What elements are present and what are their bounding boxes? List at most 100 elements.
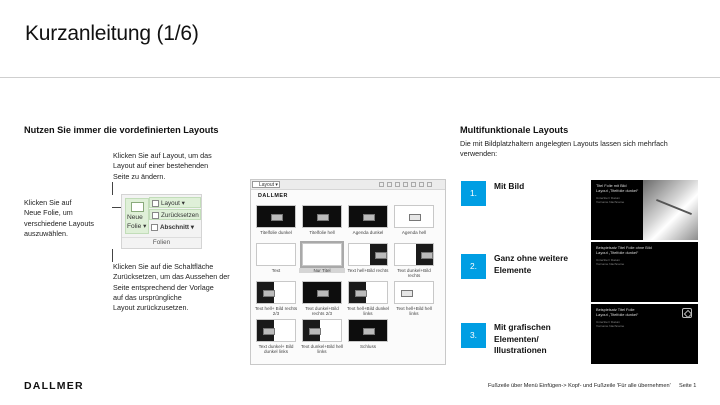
- right-description: Die mit Bildplatzhaltern angelegten Layo…: [460, 139, 700, 160]
- layout-thumb-label: Text dunkel+Bild rechts 2/3: [305, 306, 339, 317]
- slide-preview-title: Layout „Titelfolie dunkel“: [596, 311, 639, 317]
- layout-thumb-text-hell-bild-dunkel-links[interactable]: Text hell+Bild dunkel links: [347, 281, 389, 316]
- brand-logo: DALLMER: [24, 380, 84, 392]
- slide-preview-title: Titel Folie mit Bild: [596, 183, 627, 188]
- slide-preview-sub: Untertitel / Datum: [596, 196, 621, 200]
- callout-line: Layout auf einer bestehenden: [113, 161, 209, 171]
- reset-button[interactable]: Zurücksetzen: [149, 209, 201, 220]
- page-title: Kurzanleitung (1/6): [25, 22, 199, 45]
- layout-thumb-text-hell-bild-hell-links[interactable]: Text hell+Bild hell links: [393, 281, 435, 316]
- toolbar-icon[interactable]: [395, 182, 400, 187]
- layout-thumb-text-hell-bild-rechts-23[interactable]: Text hell+ Bild rechts 2/3: [255, 281, 297, 316]
- row-title: Ganz ohne weitere Elemente: [494, 253, 574, 276]
- row-title: Mit Bild: [494, 181, 574, 193]
- toolbar-icon[interactable]: [403, 182, 408, 187]
- gallery-toolbar: Layout ▾: [251, 180, 445, 190]
- layout-thumb-label: Text: [271, 268, 281, 273]
- step-number: 2.: [461, 254, 486, 279]
- layout-thumb-text-hell-bild-rechts[interactable]: Text hell+Bild rechts: [347, 243, 389, 278]
- layout-dropdown[interactable]: Layout ▾: [252, 181, 280, 188]
- layout-button[interactable]: Layout ▾: [149, 197, 201, 208]
- layout-thumb-agenda-dunkel[interactable]: Agenda dunkel: [347, 205, 389, 240]
- leader-line: [112, 207, 122, 208]
- layout-thumb-label: Schluss: [359, 344, 377, 349]
- callout-line: verschiedene Layouts: [24, 218, 94, 228]
- slide-preview-title: Beispielsatz Titel Folie: [596, 307, 635, 312]
- right-heading: Multifunktionale Layouts: [460, 125, 569, 135]
- layout-thumb-label: Agenda hell: [401, 230, 427, 235]
- callout-line: Seite zu ändern.: [113, 171, 166, 181]
- layout-thumb-text-dunkel-bild-rechts-23[interactable]: Text dunkel+Bild rechts 2/3: [301, 281, 343, 316]
- row-title-line: Mit Bild: [494, 181, 525, 191]
- section-icon: [151, 224, 158, 231]
- callout-line: Klicken Sie auf: [24, 198, 72, 207]
- callout-line: Klicken Sie auf die Schaltfläche: [113, 262, 214, 271]
- toolbar-icon[interactable]: [379, 182, 384, 187]
- callout-line: auszuwählen.: [24, 228, 68, 238]
- layout-thumb-titelfolie-dunkel[interactable]: Titelfolie dunkel: [255, 205, 297, 240]
- description-line: verwenden:: [460, 149, 498, 159]
- new-slide-button[interactable]: Neue Folie ▾: [125, 198, 149, 234]
- callout-new-slide: Klicken Sie auf Neue Folie, um verschied…: [24, 198, 110, 239]
- ribbon-slides-group: Neue Folie ▾ Layout ▾ Zurücksetzen Absch…: [121, 194, 202, 249]
- layout-thumb-schluss[interactable]: Schluss: [347, 319, 389, 354]
- toolbar-icon[interactable]: [427, 182, 432, 187]
- layout-thumb-text-dunkel-bild-hell-links[interactable]: Text dunkel+Bild hell links: [301, 319, 343, 354]
- slide-preview-graphic: Beispielsatz Titel Folie Layout „Titelfo…: [591, 304, 698, 364]
- page-number: Seite 1: [679, 383, 697, 389]
- callout-line: Neue Folie, um: [24, 208, 73, 218]
- section-label: Abschnitt ▾: [160, 224, 194, 231]
- row-title-line: Elemente: [494, 264, 532, 275]
- new-slide-label: Neue: [127, 214, 143, 221]
- layout-thumb-agenda-hell[interactable]: Agenda hell: [393, 205, 435, 240]
- slide-preview-sub: Untertitel / Datum: [596, 320, 621, 324]
- layout-thumb-text-dunkel-bild-rechts[interactable]: Text dunkel+Bild rechts: [393, 243, 435, 278]
- reset-label: Zurücksetzen: [161, 212, 199, 219]
- slide-preview-title: Layout „Titelfolie dunkel“: [596, 249, 639, 255]
- layout-thumb-label: Text hell+ Bild rechts 2/3: [254, 306, 298, 317]
- slide-preview-sub: Vorname Nachname: [596, 262, 625, 266]
- ribbon-group-label: Folien: [122, 237, 201, 246]
- layout-thumb-text[interactable]: Text: [255, 243, 297, 278]
- row-title-line: Ganz ohne weitere: [494, 253, 568, 263]
- layout-thumb-label: Text hell+Bild dunkel links: [346, 306, 389, 317]
- new-slide-icon: [131, 202, 144, 212]
- toolbar-icon[interactable]: [387, 182, 392, 187]
- section-button[interactable]: Abschnitt ▾: [149, 222, 201, 233]
- layout-thumb-label: Text dunkel+Bild rechts: [397, 268, 431, 279]
- layout-thumb-label: Text dunkel+Bild hell links: [300, 344, 343, 355]
- layout-thumb-label: Text dunkel+ Bild dunkel links: [258, 344, 294, 355]
- layout-thumb-nur-titel[interactable]: Nur Titel: [299, 241, 345, 278]
- leader-line: [112, 249, 113, 262]
- slide-preview-title: Layout „Titelfolie dunkel“: [596, 187, 639, 193]
- callout-line: Zurücksetzen, um das Aussehen der: [113, 272, 230, 282]
- step-number: 3.: [461, 323, 486, 348]
- layout-thumb-text-dunkel-bild-dunkel-links[interactable]: Text dunkel+ Bild dunkel links: [255, 319, 297, 354]
- layout-icon: [152, 200, 159, 207]
- layout-thumb-titelfolie-hell[interactable]: Titelfolie hell: [301, 205, 343, 240]
- leader-line: [112, 182, 113, 195]
- footer-note: Fußzeile über Menü Einfügen-> Kopf- und …: [488, 383, 671, 389]
- layout-thumb-label: Titelfolie hell: [309, 230, 335, 235]
- row-title-line: Illustrationen: [494, 345, 547, 355]
- left-heading: Nutzen Sie immer die vordefinierten Layo…: [24, 125, 219, 135]
- slide-preview-sub: Vorname Nachname: [596, 200, 625, 204]
- toolbar-icon[interactable]: [419, 182, 424, 187]
- row-title-line: Elementen/: [494, 333, 539, 344]
- callout-reset: Klicken Sie auf die Schaltfläche Zurücks…: [113, 262, 248, 313]
- reset-icon: [152, 212, 159, 219]
- callout-layout: Klicken Sie auf Layout, um das Layout au…: [113, 151, 243, 182]
- layout-gallery: Layout ▾ DALLMER Titelfolie dunkel Titel…: [250, 179, 446, 365]
- layout-thumb-label: Agenda dunkel: [352, 230, 384, 235]
- layout-thumb-label: Text hell+Bild rechts: [347, 268, 389, 273]
- callout-line: auf das ursprüngliche: [113, 292, 182, 302]
- layout-thumb-label: Nur Titel: [299, 268, 345, 274]
- slide-preview-plain: Beispielsatz Titel Folie ohne Bild Layou…: [591, 242, 698, 302]
- slide-preview-sub: Vorname Nachname: [596, 324, 625, 328]
- row-title-line: Mit grafischen: [494, 322, 551, 332]
- slide-preview-sub: Untertitel / Datum: [596, 258, 621, 262]
- callout-line: Layout zurückzusetzen.: [113, 303, 189, 313]
- new-slide-label: Folie ▾: [127, 222, 147, 230]
- layout-thumb-label: Titelfolie dunkel: [260, 230, 292, 235]
- toolbar-icon[interactable]: [411, 182, 416, 187]
